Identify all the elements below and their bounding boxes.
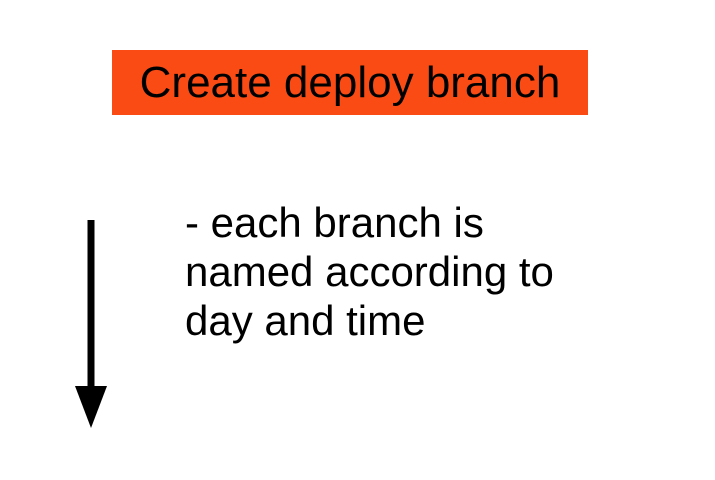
note-line-1: - each branch is [185,199,484,246]
deploy-branch-step-box: Create deploy branch [112,50,588,115]
step-box-label: Create deploy branch [139,57,561,107]
down-arrow-icon [75,220,107,428]
note-line-3: day and time [185,297,426,344]
branch-naming-note: - each branch is named according to day … [185,198,605,345]
note-line-2: named according to [185,248,554,295]
